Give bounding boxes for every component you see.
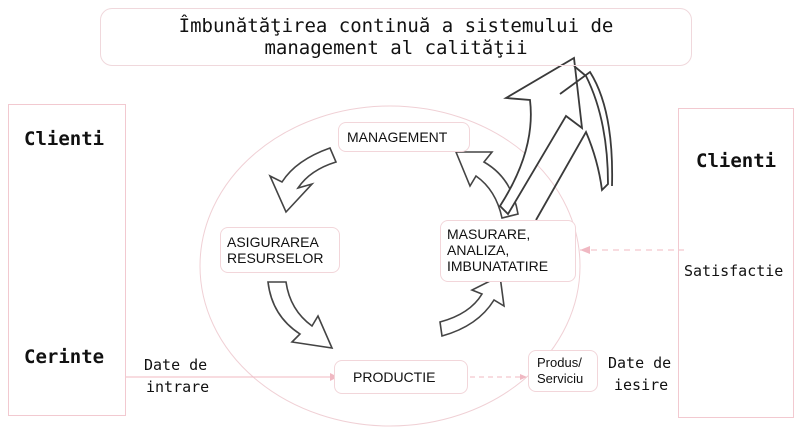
- node-masurare-line-2: ANALIZA,: [447, 242, 510, 258]
- arrow-mgmt-to-asig: [268, 146, 338, 214]
- node-produs-line-1: Produs/: [537, 355, 582, 370]
- output-label: Date de iesire: [608, 352, 671, 396]
- output-label-line-1: Date de: [608, 354, 672, 372]
- productie-to-produs-arrowhead: [520, 374, 527, 380]
- title-box: Îmbunătăţirea continuă a sistemului de m…: [100, 8, 692, 66]
- output-label-line-2: iesire: [614, 376, 669, 394]
- node-asigurarea-line-2: RESURSELOR: [227, 250, 324, 266]
- node-produs-serviciu: Produs/ Serviciu: [528, 350, 598, 392]
- node-productie: PRODUCTIE: [334, 360, 468, 394]
- node-produs-line-2: Serviciu: [537, 371, 584, 386]
- title-line-2: management al calităţii: [264, 37, 528, 59]
- node-management: MANAGEMENT: [338, 122, 470, 152]
- input-label-line-2: intrare: [146, 378, 210, 396]
- arrow-asig-to-prod: [267, 281, 334, 350]
- node-productie-label: PRODUCTIE: [353, 369, 436, 385]
- feedback-arrowhead: [580, 246, 590, 254]
- left-clienti-label: Clienti: [24, 128, 105, 150]
- node-masurare-line-3: IMBUNATATIRE: [447, 258, 549, 274]
- title-line-1: Îmbunătăţirea continuă a sistemului de: [178, 15, 614, 37]
- node-asigurarea-line-1: ASIGURAREA: [227, 234, 319, 250]
- left-cerinte-label: Cerinte: [24, 346, 105, 368]
- right-clienti-label: Clienti: [696, 150, 777, 172]
- arrow-prod-to-mas: [439, 274, 506, 338]
- cycle-ellipse: [199, 105, 581, 427]
- node-management-label: MANAGEMENT: [347, 129, 448, 145]
- right-satisfactie-label: Satisfactie: [684, 262, 784, 280]
- input-label: Date de intrare: [144, 354, 209, 398]
- input-label-line-1: Date de: [144, 356, 208, 374]
- left-clients-box: [8, 104, 126, 416]
- right-clients-box: [678, 108, 794, 418]
- node-masurare-line-1: MASURARE,: [447, 226, 531, 242]
- node-masurare-analiza: MASURARE, ANALIZA, IMBUNATATIRE: [440, 220, 576, 282]
- improvement-big-arrow: [498, 56, 614, 221]
- node-asigurarea-resurselor: ASIGURAREA RESURSELOR: [220, 227, 340, 273]
